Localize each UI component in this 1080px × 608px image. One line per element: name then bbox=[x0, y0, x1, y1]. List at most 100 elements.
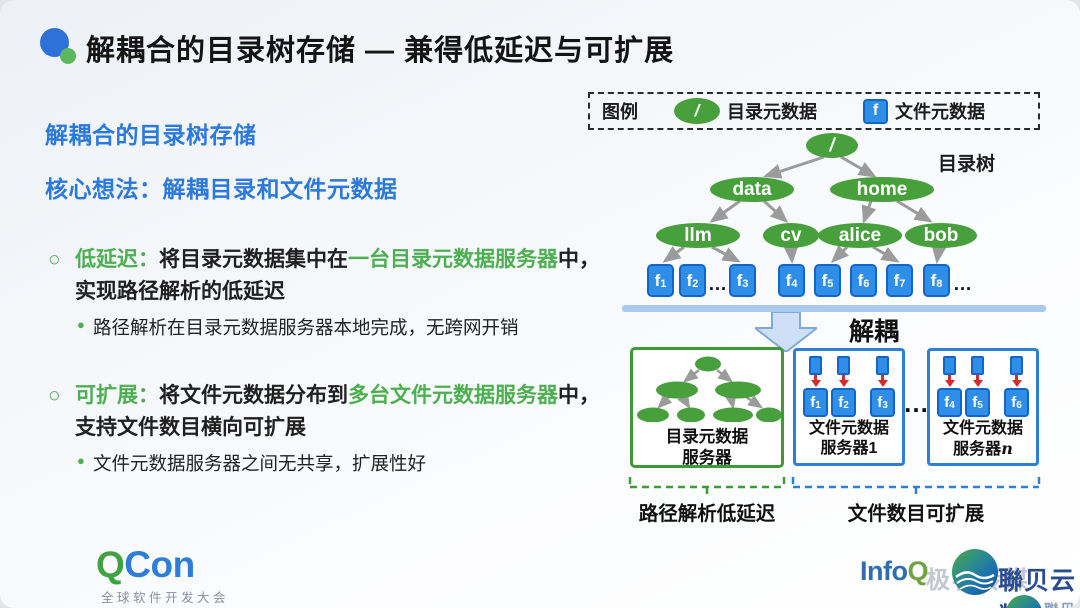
client-block-icon bbox=[809, 356, 822, 375]
file-server1-label: 文件元数据 服务器1 bbox=[796, 419, 902, 459]
file-sub: 7 bbox=[899, 278, 906, 290]
legend-file-label: 文件元数据 bbox=[895, 102, 985, 122]
decouple-label: 解耦 bbox=[849, 318, 900, 346]
tree-node-cv: cv bbox=[763, 223, 819, 248]
page-title: 解耦合的目录树存储 — 兼得低延迟与可扩展 bbox=[86, 35, 675, 67]
sub-bullet-text: 文件元数据服务器之间无共享，扩展性好 bbox=[93, 453, 427, 474]
left-heading-core-idea: 核心想法：解耦目录和文件元数据 bbox=[45, 176, 398, 202]
dir-server-label: 目录元数据 服务器 bbox=[633, 427, 781, 468]
server-index: n bbox=[1001, 439, 1013, 458]
logo-text: Con bbox=[124, 544, 195, 585]
green-circle-icon bbox=[60, 48, 76, 64]
directory-node-icon: / bbox=[674, 98, 720, 124]
file-label: f bbox=[857, 270, 864, 290]
client-block-icon bbox=[943, 356, 956, 375]
file-sub: 4 bbox=[791, 278, 798, 290]
file-sub: 2 bbox=[692, 278, 699, 290]
red-arrowhead-icon bbox=[838, 380, 849, 387]
qcon-tagline: 全球软件开发大会 bbox=[101, 591, 230, 605]
tree-node-llm: llm bbox=[656, 223, 740, 248]
red-arrow-icon bbox=[976, 375, 979, 380]
bullet-highlight: 多台文件元数据服务器 bbox=[348, 384, 558, 407]
red-arrowhead-icon bbox=[944, 380, 955, 387]
down-arrow-icon bbox=[752, 311, 820, 357]
red-arrow-icon bbox=[814, 375, 817, 380]
title-bullet-icon bbox=[40, 25, 82, 67]
brace-label-latency: 路径解析低延迟 bbox=[638, 503, 776, 525]
file-sub: 6 bbox=[1016, 400, 1022, 411]
file-label: f bbox=[972, 394, 978, 411]
label-text: 服务器 bbox=[820, 440, 869, 457]
red-arrow-icon bbox=[1015, 375, 1018, 380]
tree-node-bob: bob bbox=[905, 223, 977, 248]
file-sub: 6 bbox=[863, 278, 870, 290]
legend-dir-label: 目录元数据 bbox=[727, 102, 817, 122]
bullet-circle-icon: ○ bbox=[48, 248, 61, 271]
tree-caption: 目录树 bbox=[938, 154, 996, 175]
bullet-text: 中，实现路径解析的低延迟 bbox=[75, 248, 600, 303]
client-block-icon bbox=[876, 356, 889, 375]
tree-node-root: / bbox=[806, 133, 858, 158]
client-block-icon bbox=[837, 356, 850, 375]
file-label: f bbox=[1011, 394, 1017, 411]
ellipsis: … bbox=[953, 274, 973, 295]
red-arrowhead-icon bbox=[877, 380, 888, 387]
file-sub: 1 bbox=[660, 278, 667, 290]
legend-box: 图例 / 目录元数据 f 文件元数据 bbox=[588, 92, 1040, 130]
sub-bullet: ●路径解析在目录元数据服务器本地完成，无跨网开销 bbox=[75, 316, 605, 341]
bullet-circle-icon: ○ bbox=[48, 384, 61, 407]
file-sub: 4 bbox=[949, 400, 955, 411]
bullet-text: 将文件元数据分布到 bbox=[159, 384, 348, 407]
client-block-icon bbox=[971, 356, 984, 375]
sub-bullet: ● 文件元数据服务器之间无共享，扩展性好 bbox=[75, 452, 605, 477]
red-arrowhead-icon bbox=[810, 380, 821, 387]
file-label: f bbox=[930, 270, 937, 290]
label-line1: 目录元数据 bbox=[665, 428, 749, 446]
client-block-icon bbox=[1010, 356, 1023, 375]
red-arrow-icon bbox=[842, 375, 845, 380]
file-servern-label: 文件元数据 服务器n bbox=[930, 419, 1036, 460]
red-arrow-icon bbox=[948, 375, 951, 380]
label-text: 服务器 bbox=[953, 441, 1002, 458]
qcon-wordmark: QCon bbox=[96, 544, 229, 586]
file-label: f bbox=[944, 394, 950, 411]
label-line1: 文件元数据 bbox=[942, 420, 1023, 437]
label-line2: 服务器1 bbox=[796, 439, 902, 459]
bullet-low-latency: ○低延迟：将目录元数据集中在一台目录元数据服务器中，实现路径解析的低延迟 ●路径… bbox=[45, 244, 605, 341]
file-sub: 3 bbox=[742, 278, 749, 290]
dot-bullet-icon: ● bbox=[77, 453, 85, 468]
bullet-term: 可扩展： bbox=[75, 384, 159, 407]
qcon-logo: QCon 全球软件开发大会 bbox=[96, 544, 229, 606]
red-arrowhead-icon bbox=[972, 380, 983, 387]
green-brace bbox=[628, 477, 786, 496]
file-sub: 2 bbox=[843, 400, 849, 411]
file-sub: 8 bbox=[936, 278, 943, 290]
file-label: f bbox=[736, 270, 743, 290]
label-line1: 文件元数据 bbox=[808, 420, 889, 437]
file-node-icon: f bbox=[863, 98, 888, 124]
label-line2: 服务器n bbox=[930, 439, 1036, 460]
file-sub: 5 bbox=[977, 400, 983, 411]
mini-tree-icon bbox=[637, 356, 782, 423]
file-label: f bbox=[654, 270, 661, 290]
bullet-scalable: ○可扩展：将文件元数据分布到多台文件元数据服务器中，支持文件数目横向可扩展 ●文… bbox=[45, 380, 605, 477]
